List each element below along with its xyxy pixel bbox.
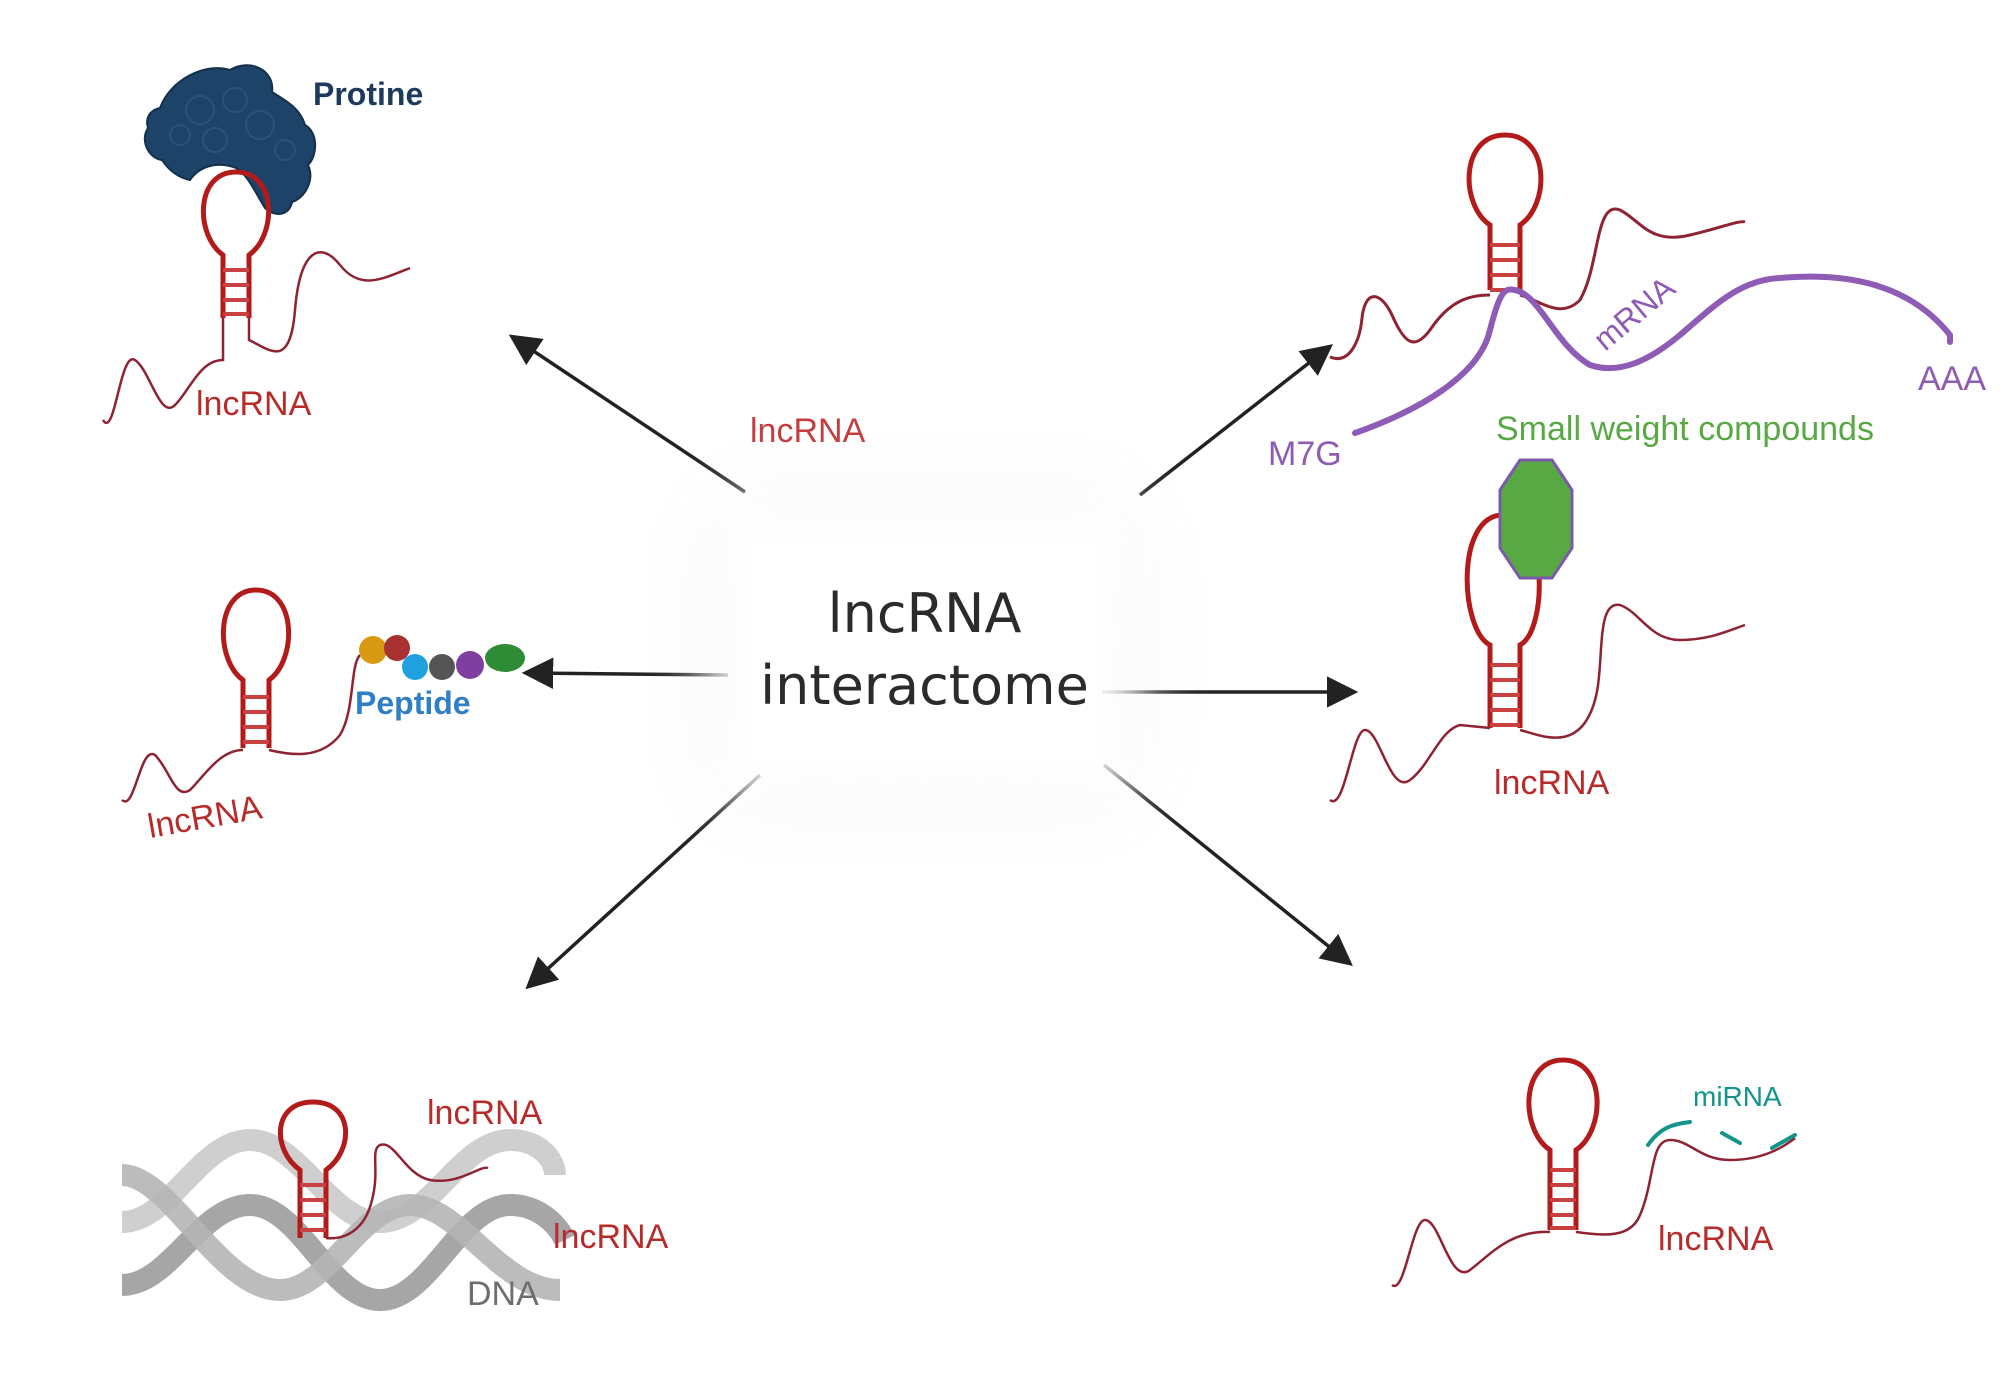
dna-label: DNA: [467, 1275, 539, 1313]
peptide-label: Peptide: [355, 685, 471, 721]
hairpin-loop: [1526, 1057, 1600, 1230]
peptide-chain: [359, 635, 525, 680]
lncrna-label-bottom-left-1: lncRNA: [427, 1094, 543, 1132]
hairpin-rungs: [223, 268, 249, 316]
lncrna-label-bottom-left-2: lncRNA: [553, 1218, 669, 1256]
hairpin-rungs: [243, 695, 269, 744]
aaa-label: AAA: [1918, 360, 1986, 398]
peptide-interaction-panel: Peptide lncRNA: [121, 587, 525, 846]
small-compounds-label: Small weight compounds: [1496, 410, 1874, 448]
amino-acid-bead: [359, 636, 387, 664]
protein-interaction-panel: Protine lncRNA: [101, 64, 423, 425]
hairpin-rungs: [300, 1183, 326, 1232]
arrow-to-dna: [525, 773, 762, 990]
center-title-line-1: lncRNA: [827, 582, 1022, 645]
amino-acid-bead: [485, 644, 525, 672]
lncrna-label-bottom-right: lncRNA: [1658, 1220, 1774, 1258]
dna-strand-front-2: [120, 1164, 561, 1302]
m7g-label: M7G: [1268, 435, 1342, 473]
lncrna-label-mid-left: lncRNA: [145, 788, 265, 845]
mirna-label: miRNA: [1693, 1081, 1782, 1112]
mirna-fragments: [1646, 1120, 1797, 1150]
protein-label: Protine: [313, 76, 423, 112]
mirna-interaction-panel: miRNA lncRNA: [1391, 1057, 1797, 1287]
amino-acid-bead: [429, 654, 455, 680]
lncrna-strand: [1329, 603, 1746, 803]
arrow-to-peptide: [521, 657, 729, 690]
arrow-to-mirna: [1102, 763, 1353, 966]
arrow-to-protein: [508, 334, 746, 494]
lncrna-strand: [1391, 1137, 1796, 1287]
hairpin-rungs: [1550, 1168, 1576, 1230]
hairpin-rungs: [1490, 243, 1520, 292]
amino-acid-bead: [384, 635, 410, 661]
arrows: [508, 334, 1359, 990]
arrow-to-mrna: [1138, 344, 1333, 497]
mrna-strand: [1352, 273, 1953, 436]
lncrna-strand: [1329, 207, 1746, 360]
amino-acid-bead: [402, 654, 428, 680]
lncrna-strand: [325, 1143, 489, 1240]
lncrna-label-mid-right: lncRNA: [1494, 764, 1610, 802]
hairpin-loop: [201, 169, 271, 318]
hairpin-loop: [220, 587, 292, 748]
hairpin-rungs: [1490, 663, 1520, 727]
amino-acid-bead: [456, 651, 484, 679]
dna-interaction-panel: lncRNA lncRNA DNA: [120, 1094, 669, 1313]
lncrna-label-top-left: lncRNA: [196, 385, 312, 423]
protein-texture: [169, 87, 296, 161]
center-title-box: lncRNA interactome: [752, 540, 1097, 760]
lncrna-strand: [101, 251, 411, 425]
center-title-line-2: interactome: [760, 654, 1089, 717]
hairpin-loop: [1466, 132, 1544, 290]
lncrna-label-center-top: lncRNA: [750, 412, 866, 450]
lncrna-strand: [121, 654, 362, 803]
hairpin-loop: [278, 1099, 348, 1238]
compound-interaction-panel: Small weight compounds lncRNA: [1329, 410, 1874, 803]
compound-shape: [1498, 458, 1574, 580]
